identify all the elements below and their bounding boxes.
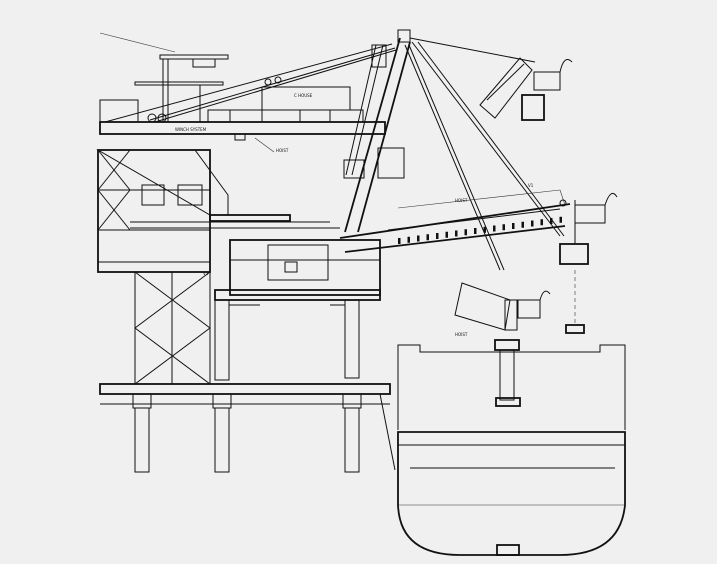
ship-hull bbox=[397, 344, 626, 556]
view-label: V1 bbox=[528, 183, 534, 188]
jetty bbox=[99, 383, 396, 473]
idler-roller bbox=[474, 228, 477, 234]
loader-spout-working bbox=[559, 192, 618, 334]
idler-roller bbox=[417, 235, 420, 242]
idler-roller bbox=[483, 226, 486, 233]
idler-roller bbox=[521, 221, 524, 228]
idler-roller bbox=[426, 234, 429, 241]
luffing-ropes bbox=[104, 43, 397, 123]
idler-roller bbox=[455, 230, 458, 237]
idler-roller bbox=[540, 219, 543, 226]
idler-roller bbox=[512, 223, 515, 229]
winch-label: WINCH SYSTEM bbox=[175, 127, 207, 132]
transfer-tower bbox=[96, 149, 340, 385]
idler-roller bbox=[445, 231, 448, 238]
idler-roller bbox=[407, 236, 410, 243]
boom-rollers bbox=[398, 216, 562, 244]
house-label: C HOUSE bbox=[294, 93, 313, 98]
idler-roller bbox=[531, 220, 534, 227]
loader-spout-raised bbox=[479, 57, 573, 121]
idler-roller bbox=[502, 224, 505, 231]
idler-roller bbox=[398, 238, 401, 244]
portal-frame: V1 bbox=[203, 239, 381, 381]
view-label-2: V1 bbox=[203, 271, 209, 276]
idler-roller bbox=[436, 233, 439, 239]
spout-label: HOIST bbox=[455, 332, 468, 337]
loader-spout-mid: HOIST bbox=[454, 282, 551, 407]
mast bbox=[343, 29, 565, 271]
idler-roller bbox=[559, 216, 562, 223]
hoist-label: HOIST bbox=[276, 148, 289, 153]
idler-roller bbox=[464, 229, 467, 236]
boom-label: HOIST bbox=[455, 198, 468, 203]
maintenance-shed bbox=[99, 32, 229, 122]
idler-roller bbox=[550, 218, 553, 224]
winch-deck: WINCH SYSTEM C HOUSE HOIST bbox=[99, 76, 386, 153]
idler-roller bbox=[493, 225, 496, 232]
boom: V1 HOIST bbox=[339, 183, 571, 253]
